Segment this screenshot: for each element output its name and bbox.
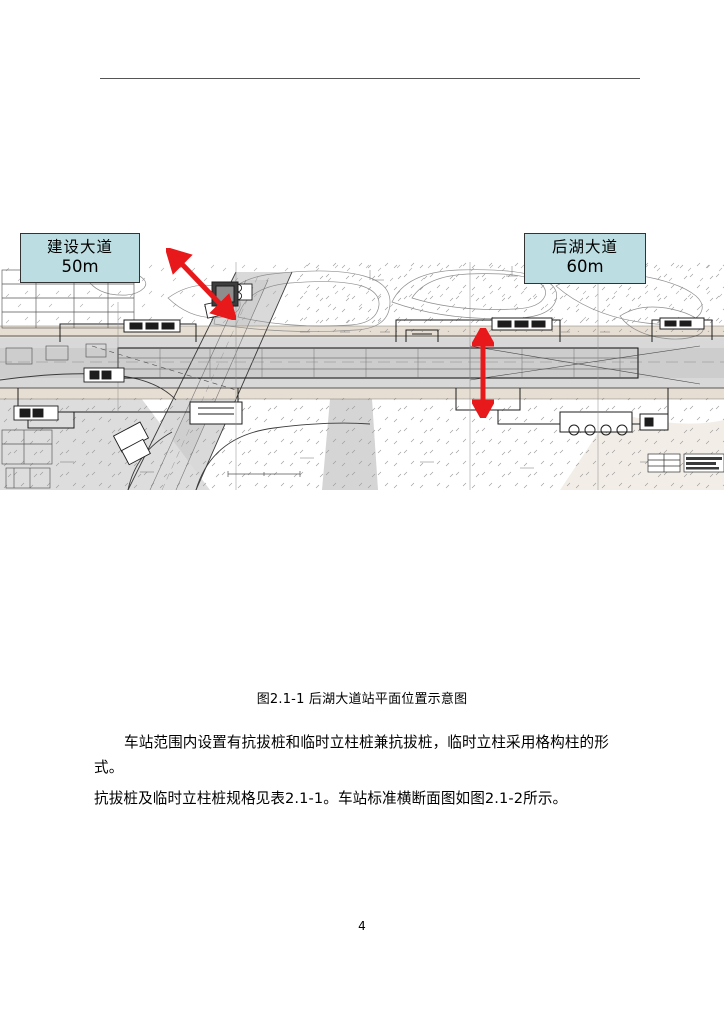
page-number: 4 (358, 919, 366, 933)
figure-caption: 图2.1-1 后湖大道站平面位置示意图 (256, 692, 468, 707)
dimension-arrow-houhu-icon (469, 322, 497, 424)
callout-jianshe-avenue[interactable]: 建设大道 50m (20, 233, 140, 283)
callout-road-name: 建设大道 (46, 238, 113, 256)
callout-road-name: 后湖大道 (551, 238, 618, 256)
callout-houhu-avenue[interactable]: 后湖大道 60m (524, 233, 646, 284)
callout-width-value: 50m (61, 256, 99, 276)
body-paragraph-1: 车站范围内设置有抗拔桩和临时立柱桩兼抗拔桩，临时立柱采用格构柱的形式。 (94, 734, 609, 776)
header-rule (100, 78, 640, 79)
figure-site-plan (0, 262, 724, 490)
cad-drawing (0, 262, 724, 490)
callout-width-value: 60m (566, 256, 604, 276)
body-paragraph-2: 抗拔桩及临时立柱桩规格见表2.1-1。车站标准横断面图如图2.1-2所示。 (94, 790, 568, 807)
dimension-arrow-jianshe-icon (164, 246, 238, 324)
